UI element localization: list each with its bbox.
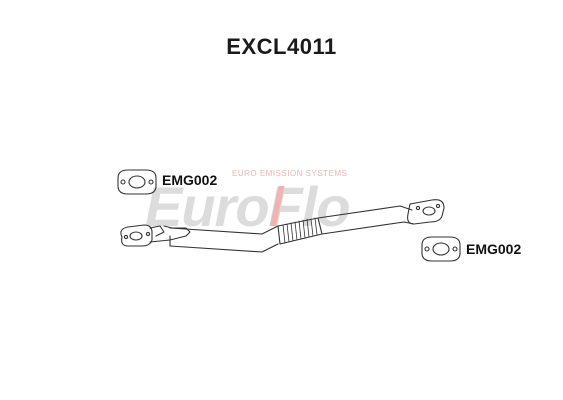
part-number-title: EXCL4011 [226,34,337,59]
gasket-left-label: EMG002 [162,172,218,188]
gasket-right-icon [421,236,461,262]
watermark-red-accent [269,186,285,226]
gasket-left-icon [117,169,157,195]
gasket-right-label: EMG002 [466,241,522,257]
exhaust-pipe [120,199,445,253]
watermark-tagline: EURO EMISSION SYSTEMS [232,169,347,178]
